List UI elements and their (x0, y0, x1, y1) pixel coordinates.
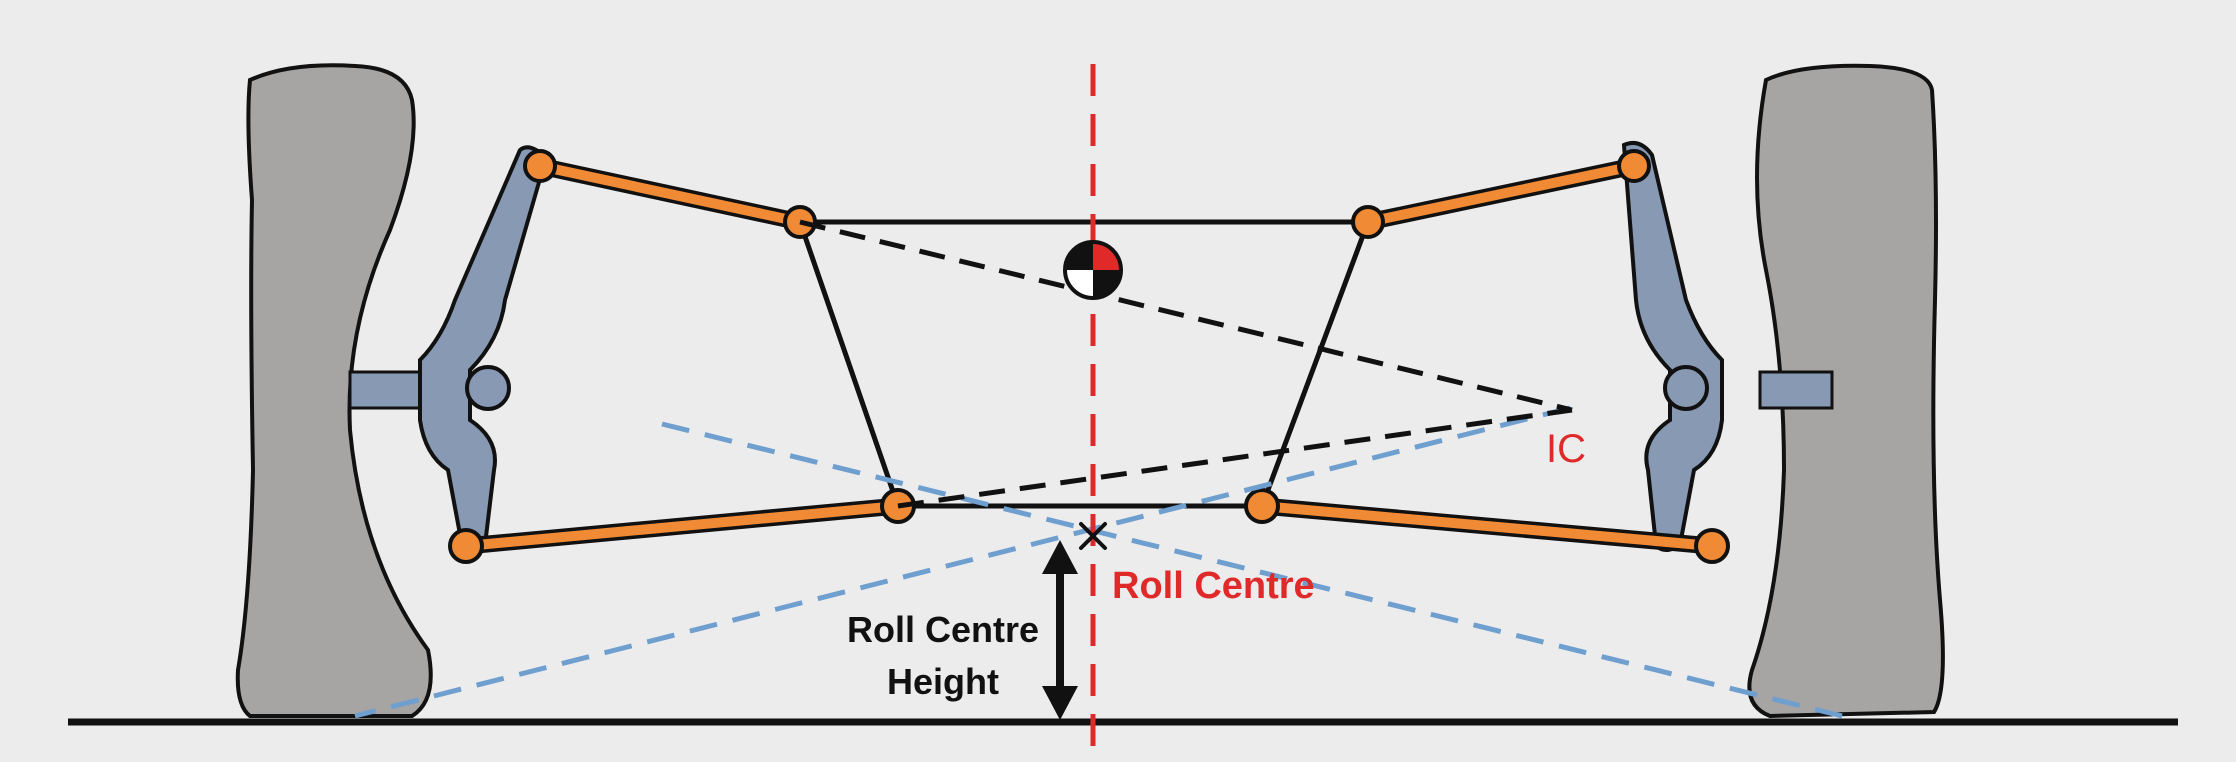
black-construction-line-upper (799, 219, 1573, 413)
right-hub-axle (1758, 370, 1834, 410)
left-upright-hub-circle (465, 365, 511, 411)
left-tyre (235, 63, 433, 718)
x-cross-icon (1079, 522, 1107, 550)
joint-right-lower-inner (1244, 488, 1280, 524)
left-upper-wishbone (531, 157, 809, 231)
roll-centre-height-label-line1: Roll Centre (847, 609, 1039, 650)
blue-construction-line-right-to-ground (661, 421, 1843, 719)
roll-centre-label: Roll Centre (1112, 565, 1315, 607)
joint-right-lower-outer (1694, 528, 1730, 564)
cg-quartered-circle-icon (1063, 240, 1123, 300)
blue-construction-line-left-to-ground (354, 405, 1571, 719)
left-upright (418, 145, 549, 552)
double-arrow-icon (1042, 540, 1078, 720)
right-lower-wishbone (1253, 497, 1721, 555)
right-upper-wishbone (1359, 157, 1643, 231)
right-tyre (1747, 63, 1945, 719)
joint-right-upper-outer (1617, 149, 1651, 183)
joint-left-lower-outer (448, 528, 484, 564)
ic-label: IC (1546, 427, 1586, 471)
left-lower-wishbone (457, 497, 907, 555)
roll-centre-height-label-line2: Height (887, 661, 999, 702)
joint-left-upper-outer (523, 149, 557, 183)
joint-right-upper-inner (1351, 205, 1385, 239)
right-upright-hub-circle (1663, 365, 1709, 411)
black-construction-line-lower (897, 407, 1573, 509)
